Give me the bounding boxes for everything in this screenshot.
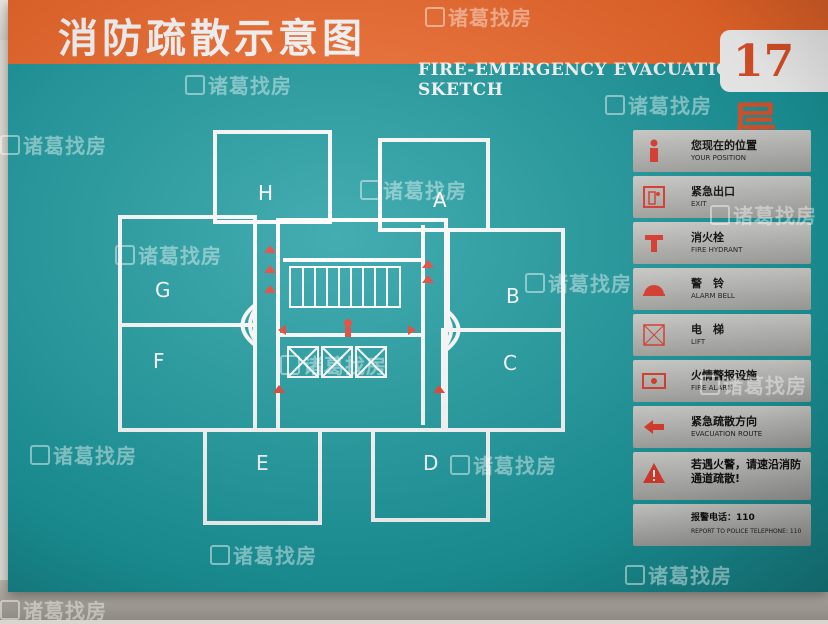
house-icon [605,95,625,115]
fire-alarm-icon [641,368,667,394]
room-label-h: H [258,181,273,205]
watermark: 诸葛找房 [115,240,222,269]
house-icon [0,600,20,620]
house-icon [210,545,230,565]
legend-evacuation-route: 紧急疏散方向 EVACUATION ROUTE [633,406,811,448]
legend-panel: 您现在的位置 YOUR POSITION 紧急出口 EXIT 消火栓 FIRE … [633,130,811,550]
house-icon [280,355,300,375]
evacuation-sign: 消防疏散示意图 FIRE-EMERGENCY EVACUATION SKETCH… [8,0,828,592]
legend-fire-hydrant: 消火栓 FIRE HYDRANT [633,222,811,264]
stairs [289,266,401,308]
legend-exit: 紧急出口 EXIT [633,176,811,218]
room-label-f: F [153,349,165,373]
sign-header [8,0,828,64]
core-outline [276,218,448,432]
sign-title-cn: 消防疏散示意图 [58,16,366,62]
room-c-outline [441,328,565,432]
house-icon [450,455,470,475]
house-icon [425,7,445,27]
room-label-e: E [256,451,269,475]
lifts [287,346,387,378]
house-icon [115,245,135,265]
watermark: 诸葛找房 [360,175,467,204]
lift-icon [641,322,667,348]
floor-badge [720,30,828,92]
room-g-outline [118,215,257,327]
house-icon [185,75,205,95]
watermark: 诸葛找房 [450,450,557,479]
room-a-outline [378,138,490,232]
house-icon [710,205,730,225]
legend-police-phone: 报警电话：110 REPORT TO POLICE TELEPHONE: 110 [633,504,811,546]
warning-icon [641,460,667,486]
watermark: 诸葛找房 [30,440,137,469]
fire-hydrant-icon [641,230,667,256]
house-icon [30,445,50,465]
house-icon [625,565,645,585]
evacuation-markers [264,245,445,393]
room-h-outline [213,130,332,224]
house-icon [0,135,20,155]
watermark: 诸葛找房 [280,350,387,379]
room-f-outline [118,323,257,432]
room-label-d: D [423,451,438,475]
legend-your-position: 您现在的位置 YOUR POSITION [633,130,811,172]
evacuation-arrow-icon [641,414,667,440]
watermark: 诸葛找房 [0,595,107,624]
house-icon [700,375,720,395]
sign-title-en: FIRE-EMERGENCY EVACUATION SKETCH [418,60,748,100]
room-label-b: B [506,284,520,308]
watermark: 诸葛找房 [0,130,107,159]
watermark: 诸葛找房 [425,2,532,31]
house-icon [525,273,545,293]
watermark: 诸葛找房 [185,70,292,99]
house-icon [360,180,380,200]
room-label-c: C [503,351,517,375]
legend-lift: 电 梯 LIFT [633,314,811,356]
legend-alarm-bell: 警 铃 ALARM BELL [633,268,811,310]
legend-fire-alarm: 火情警报设施 FIRE ALARM [633,360,811,402]
floor-plan: H A G B F C E D [118,130,565,525]
alarm-bell-icon [641,276,667,302]
watermark: 诸葛找房 [525,268,632,297]
room-e-outline [203,428,322,525]
watermark: 诸葛找房 [605,90,712,119]
legend-warning: 若遇火警，请速沿消防通道疏散! [633,452,811,500]
watermark: 诸葛找房 [625,560,732,589]
exit-icon [641,184,667,210]
person-icon [641,138,667,164]
watermark: 诸葛找房 [210,540,317,569]
watermark: 诸葛找房 [710,200,817,229]
room-label-g: G [155,278,171,302]
watermark: 诸葛找房 [700,370,807,399]
room-label-a: A [433,188,447,212]
